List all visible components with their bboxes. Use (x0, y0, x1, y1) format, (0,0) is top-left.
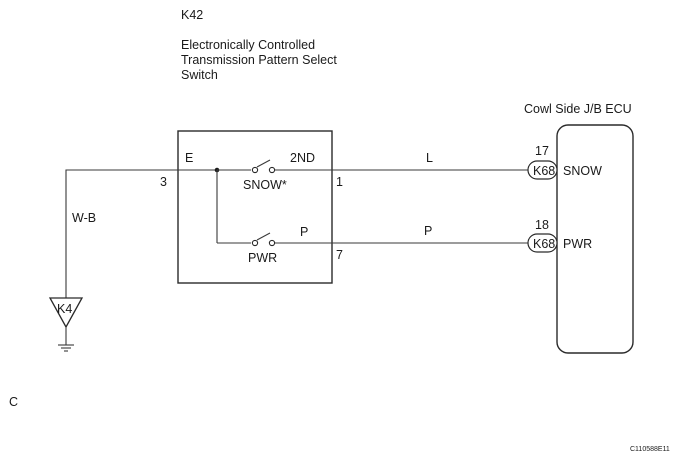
component-code: K42 (181, 8, 203, 22)
connector-pwr-oval (527, 233, 558, 253)
connector-snow-pin: 17 (535, 144, 549, 158)
snow-switch-label: SNOW* (243, 178, 287, 192)
connector-snow-oval (527, 160, 558, 180)
connector-pwr-pin: 18 (535, 218, 549, 232)
terminal-e-label: E (185, 151, 193, 165)
component-name-line-3: Switch (181, 68, 218, 82)
pin-7-label: 7 (336, 248, 343, 262)
connector-snow-code: K68 (533, 164, 555, 178)
ecu-box (556, 124, 634, 354)
pin-3-label: 3 (160, 175, 167, 189)
snow-contact-left (251, 166, 259, 174)
figure-id: C110588E11 (630, 446, 670, 453)
ecu-name: Cowl Side J/B ECU (524, 102, 632, 116)
corner-letter: C (9, 395, 18, 409)
snow-wire-color: L (426, 151, 433, 165)
pwr-contact-left (251, 239, 259, 247)
connector-pwr-code: K68 (533, 237, 555, 251)
component-name-line-1: Electronically Controlled (181, 38, 315, 52)
ground-code: K4 (57, 302, 72, 316)
ground-wire (65, 169, 178, 298)
ground-wire-color: W-B (72, 211, 96, 225)
terminal-2nd-label: 2ND (290, 151, 315, 165)
pwr-wire-color: P (424, 224, 432, 238)
pwr-contact-right (268, 239, 276, 247)
snow-switch-blade (256, 159, 271, 168)
ecu-pwr-signal: PWR (563, 237, 592, 251)
switch-box (177, 130, 333, 284)
component-name-line-2: Transmission Pattern Select (181, 53, 337, 67)
ecu-snow-signal: SNOW (563, 164, 602, 178)
terminal-p-label: P (300, 225, 308, 239)
pin-1-label: 1 (336, 175, 343, 189)
ground-triangle (48, 297, 84, 329)
pwr-switch-label: PWR (248, 251, 277, 265)
pwr-switch-blade (256, 232, 271, 241)
snow-contact-right (268, 166, 276, 174)
